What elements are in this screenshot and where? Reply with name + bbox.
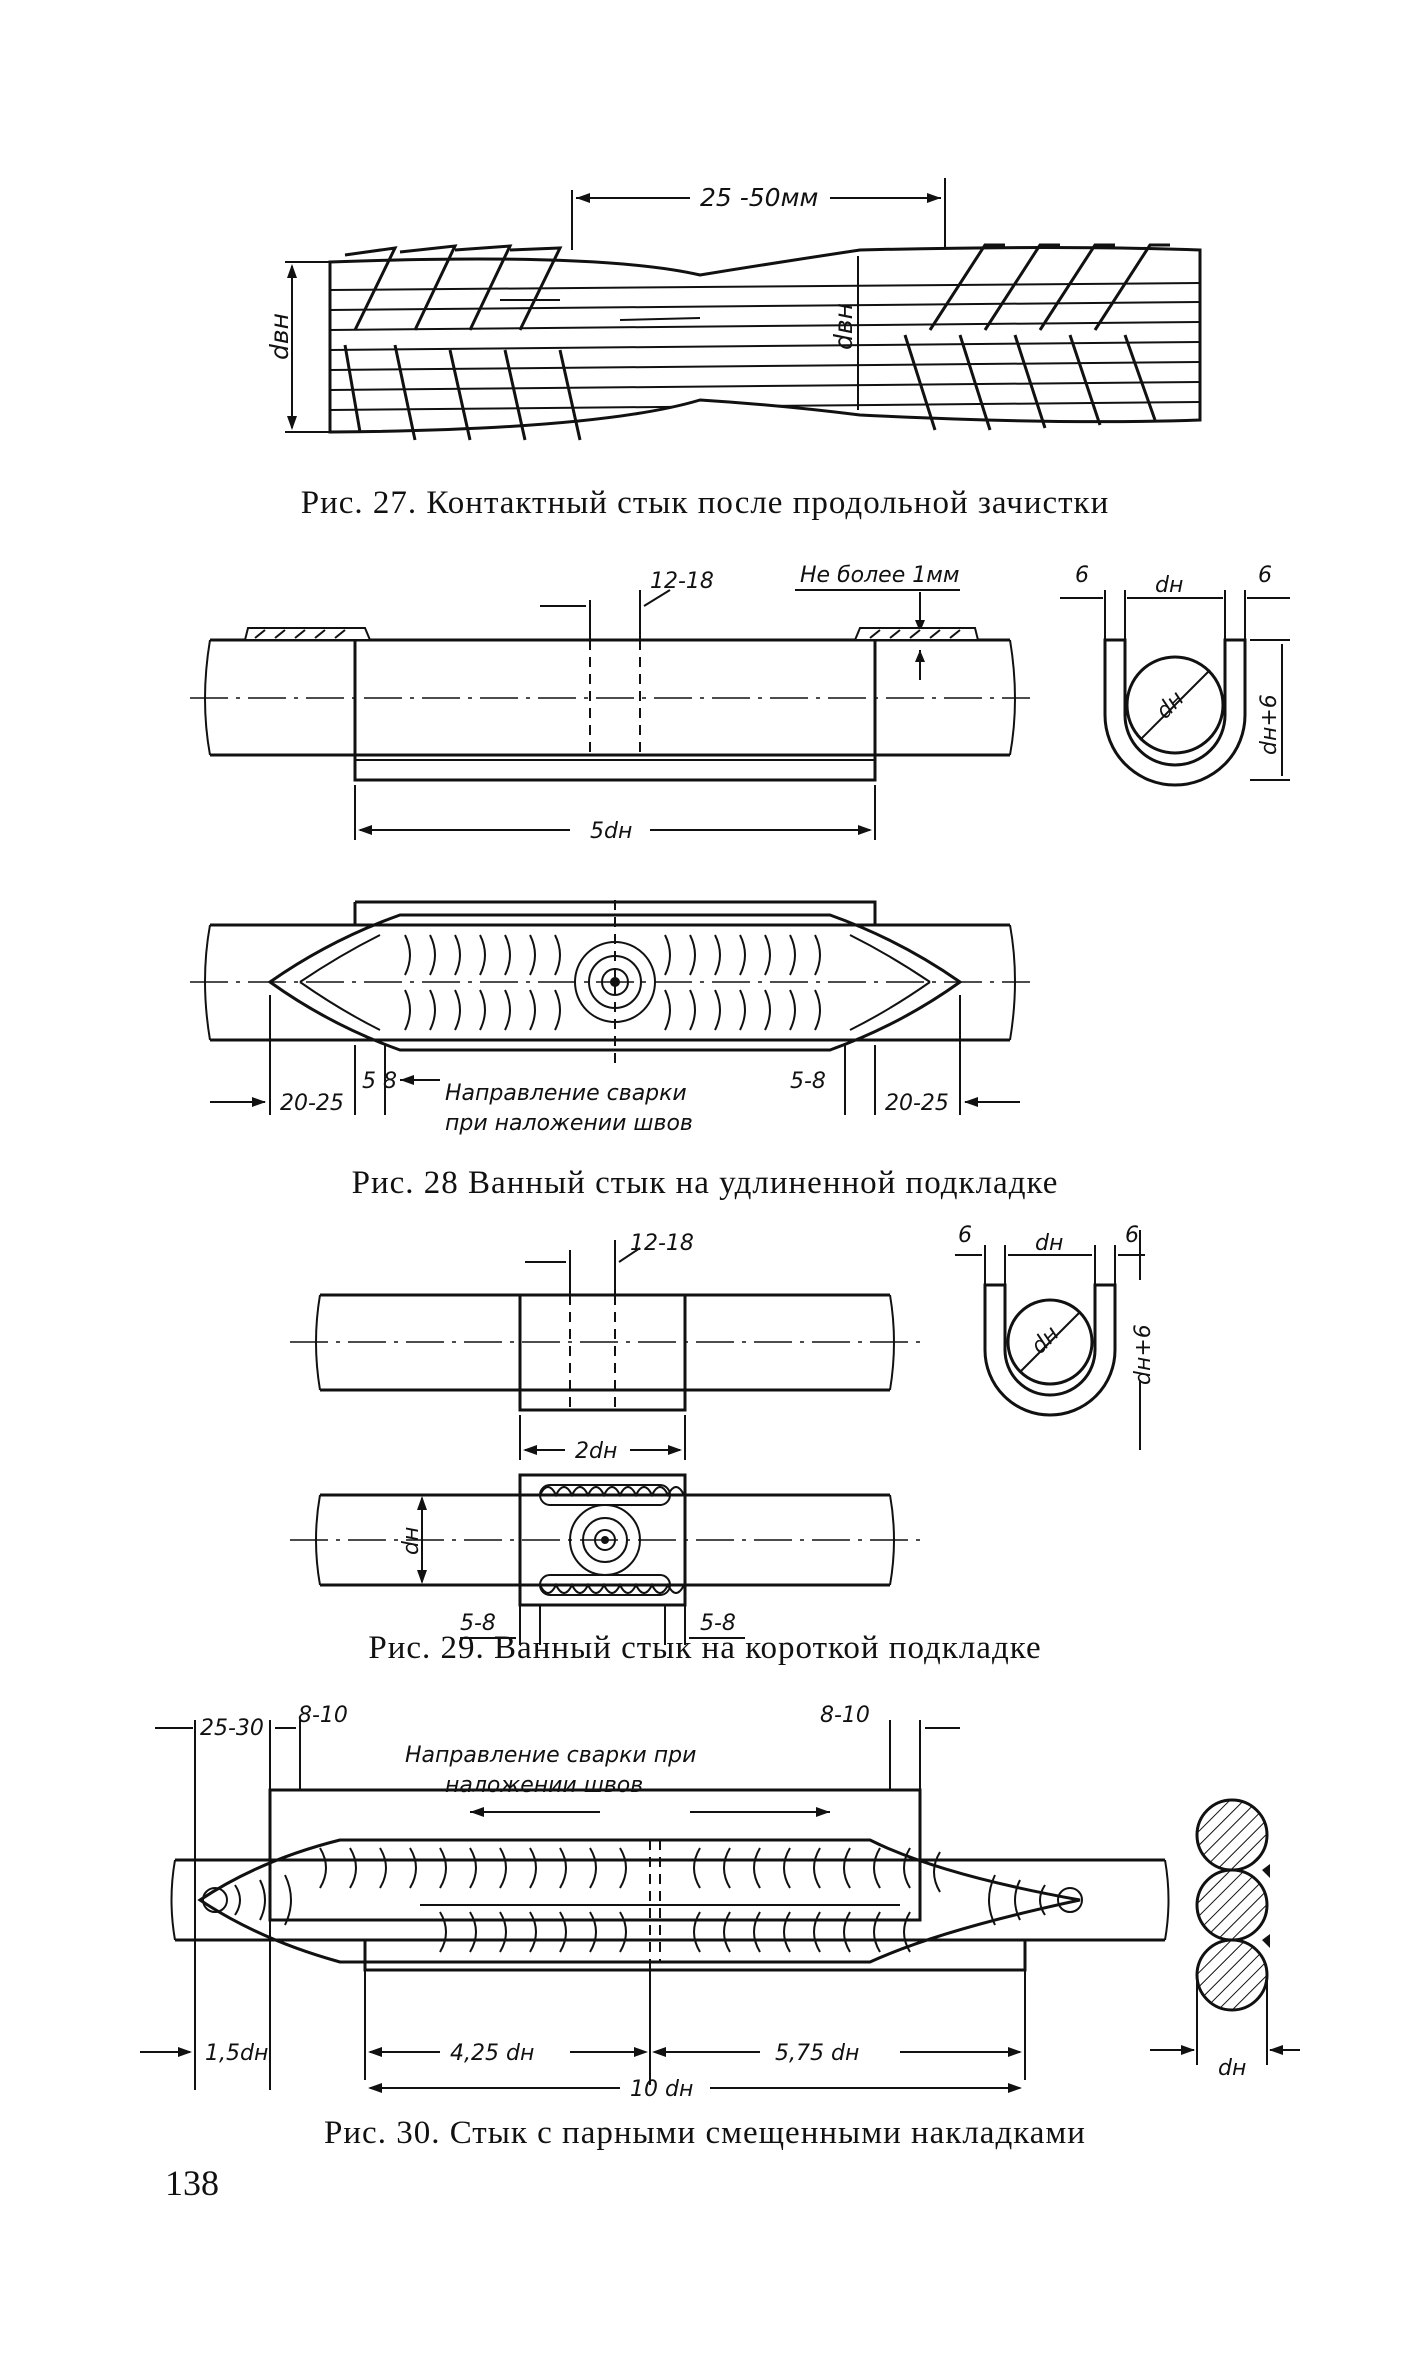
figure-27: 25 -50мм dвн (0, 0, 1410, 540)
fig28-section-dim-6-left: 6 (1075, 563, 1089, 588)
fig28-dim-gap: 12-18 (650, 569, 714, 594)
page-number: 138 (165, 2163, 219, 2203)
fig29-caption: Рис. 29. Ванный стык на короткой подклад… (368, 1630, 1042, 1666)
figure-30-drawing: 25-30 8-10 8-10 Направление сварки при н… (140, 1703, 1300, 2102)
fig28-dim-left-5-8: 5 8 (362, 1069, 397, 1094)
fig27-dim-d-mid: dвн (829, 303, 858, 350)
fig29-dim-2d: 2dн (575, 1439, 617, 1464)
fig27-dim-length: 25 -50мм (700, 183, 818, 212)
fig28-direction-line1: Направление сварки (445, 1081, 687, 1106)
fig29-dim-left-5-8: 5-8 (460, 1611, 496, 1636)
fig28-direction-line2: при наложении швов (445, 1111, 693, 1136)
fig30-dim-10: 10 dн (630, 2077, 693, 2102)
fig29-dim-dn-side: dн (399, 1527, 424, 1555)
fig30-direction-line1: Направление сварки при (405, 1743, 696, 1768)
fig30-caption: Рис. 30. Стык с парными смещенными накла… (324, 2115, 1086, 2151)
figure-30: 25-30 8-10 8-10 Направление сварки при н… (0, 1700, 1410, 2160)
fig28-section-dim-dn-circle: dн (1152, 687, 1190, 725)
fig28-dim-right-20-25: 20-25 (885, 1091, 949, 1116)
figure-29: 12-18 2dн (0, 1220, 1410, 1700)
fig28-dim-left-20-25: 20-25 (280, 1091, 344, 1116)
fig28-section-dim-height: dн+6 (1257, 694, 1282, 755)
fig30-dim-4-25: 4,25 dн (450, 2041, 534, 2066)
fig30-section: dн (1150, 1798, 1300, 2081)
fig28-section: 6 dн 6 dн dн+6 (1060, 563, 1290, 787)
fig30-dim-1-5: 1,5dн (205, 2041, 268, 2066)
fig29-section-dim-6-right: 6 (1125, 1223, 1139, 1248)
fig29-section-dim-dn-circle: dн (1027, 1322, 1065, 1360)
fig30-dim-dn-section: dн (1218, 2056, 1246, 2081)
fig28-section-dim-dn: dн (1155, 573, 1183, 598)
fig30-dim-8-10-left: 8-10 (298, 1703, 348, 1728)
fig30-dim-5-75: 5,75 dн (775, 2041, 859, 2066)
fig29-dim-gap: 12-18 (630, 1231, 694, 1256)
fig29-section-dim-height: dн+6 (1131, 1324, 1156, 1385)
fig29-section-dim-dn: dн (1035, 1231, 1063, 1256)
fig30-dim-8-10-right: 8-10 (820, 1703, 870, 1728)
figure-28-drawing: 12-18 Не более 1мм (190, 563, 1290, 1136)
fig30-direction-line2: наложении швов (445, 1773, 643, 1798)
fig28-note-max: Не более 1мм (800, 563, 959, 588)
fig28-caption: Рис. 28 Ванный стык на удлиненной подкла… (351, 1165, 1059, 1201)
fig29-dim-right-5-8: 5-8 (700, 1611, 736, 1636)
fig28-dim-right-5-8: 5-8 (790, 1069, 826, 1094)
fig30-dim-25-30: 25-30 (200, 1716, 264, 1741)
fig27-dim-d-left: dвн (265, 313, 294, 360)
figure-27-drawing: 25 -50мм dвн (265, 178, 1202, 441)
figure-29-drawing: 12-18 2dн (290, 1223, 1156, 1645)
fig28-section-dim-6-right: 6 (1258, 563, 1272, 588)
figure-28: 12-18 Не более 1мм (0, 540, 1410, 1220)
fig29-section: 6 dн 6 dн dн+6 (955, 1223, 1156, 1450)
fig27-caption: Рис. 27. Контактный стык после продольно… (300, 485, 1110, 521)
fig29-section-dim-6-left: 6 (958, 1223, 972, 1248)
fig28-dim-5d: 5dн (590, 819, 632, 844)
